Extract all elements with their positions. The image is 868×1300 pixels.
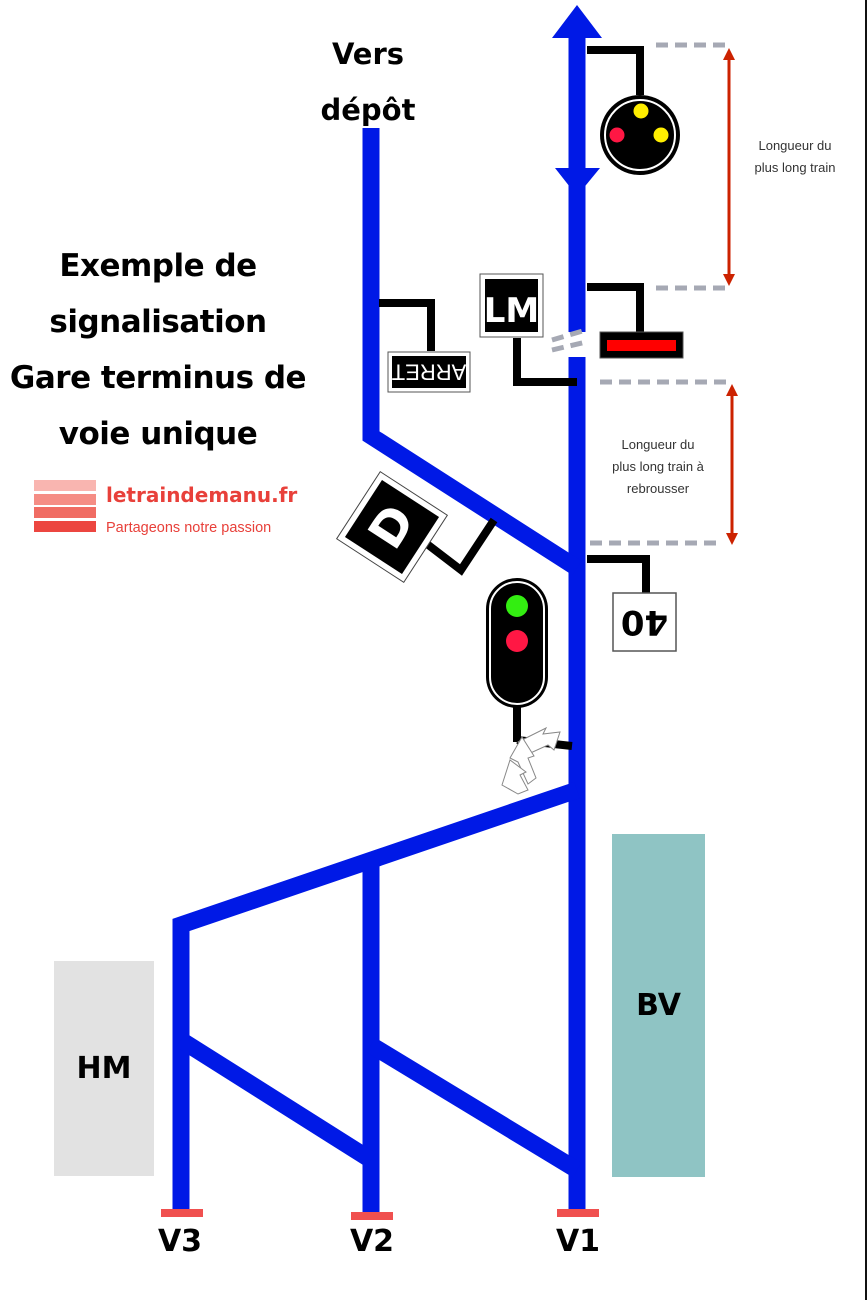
diagram-title: Exemple de signalisation Gare terminus d… <box>0 238 316 462</box>
speed-limit-sign: 40 <box>587 555 677 652</box>
tracks <box>172 30 586 1214</box>
buffer-stop-v3 <box>161 1209 203 1217</box>
track-label-v3: V3 <box>157 1224 203 1259</box>
track-v3 <box>172 781 580 1212</box>
buffer-stops <box>161 1209 599 1220</box>
title-line: signalisation <box>49 304 267 340</box>
d-sign: D <box>335 470 498 584</box>
brand-logo-icon <box>34 480 96 534</box>
dimension-arrow-reversing-train <box>726 384 738 545</box>
track-label-v2: V2 <box>349 1224 395 1259</box>
building-hm: HM <box>54 961 154 1176</box>
right-border <box>865 0 867 1300</box>
depot-label-line: dépôt <box>320 93 416 127</box>
signal-light-green <box>506 595 528 617</box>
crossover-v2-v1 <box>366 1037 582 1178</box>
title-line: voie unique <box>58 416 258 452</box>
building-bv-label: BV <box>636 988 681 1023</box>
crossover-v3-v2 <box>176 1032 376 1168</box>
speed-limit-text: 40 <box>621 602 668 642</box>
brand-name: letraindemanu.fr <box>106 483 298 507</box>
note-line: rebrousser <box>626 481 690 496</box>
direction-indicator-arrows-icon <box>501 726 561 795</box>
note-line: Longueur du <box>758 138 832 153</box>
title-line: Exemple de <box>59 248 257 284</box>
disc-signal <box>587 46 680 175</box>
brand-tagline: Partageons notre passion <box>106 520 272 536</box>
signal-light-red <box>609 127 625 143</box>
signal-light-red <box>506 630 528 652</box>
buffer-stop-v2 <box>351 1212 393 1220</box>
note-line: Longueur du <box>621 437 695 452</box>
track-label-v1: V1 <box>555 1224 601 1259</box>
depot-direction-label: Vers dépôt <box>310 26 426 138</box>
signal-light-yellow-right <box>653 127 669 143</box>
title-line: Gare terminus de <box>9 360 307 396</box>
stop-board-signal <box>587 283 684 359</box>
dimension-guides <box>551 42 728 546</box>
note-line: plus long train <box>754 160 836 175</box>
lm-sign: LM <box>479 273 577 386</box>
lm-sign-text: LM <box>484 291 540 331</box>
building-bv: BV <box>612 834 705 1177</box>
depot-track <box>362 128 582 576</box>
building-hm-label: HM <box>76 1051 132 1086</box>
signal-light-yellow-top <box>633 103 649 119</box>
note-line: plus long train à <box>612 459 704 474</box>
buffer-stop-v1 <box>557 1209 599 1217</box>
arret-sign: ARRET <box>379 299 471 393</box>
main-signal <box>486 578 573 795</box>
reversing-train-note: Longueur du plus long train à rebrousser <box>596 434 720 500</box>
arret-sign-text: ARRET <box>392 360 467 385</box>
dimension-arrow-longest-train <box>723 48 735 286</box>
depot-label-line: Vers <box>331 37 405 71</box>
direction-arrows-icon <box>552 5 602 196</box>
longest-train-note: Longueur du plus long train <box>740 135 850 179</box>
